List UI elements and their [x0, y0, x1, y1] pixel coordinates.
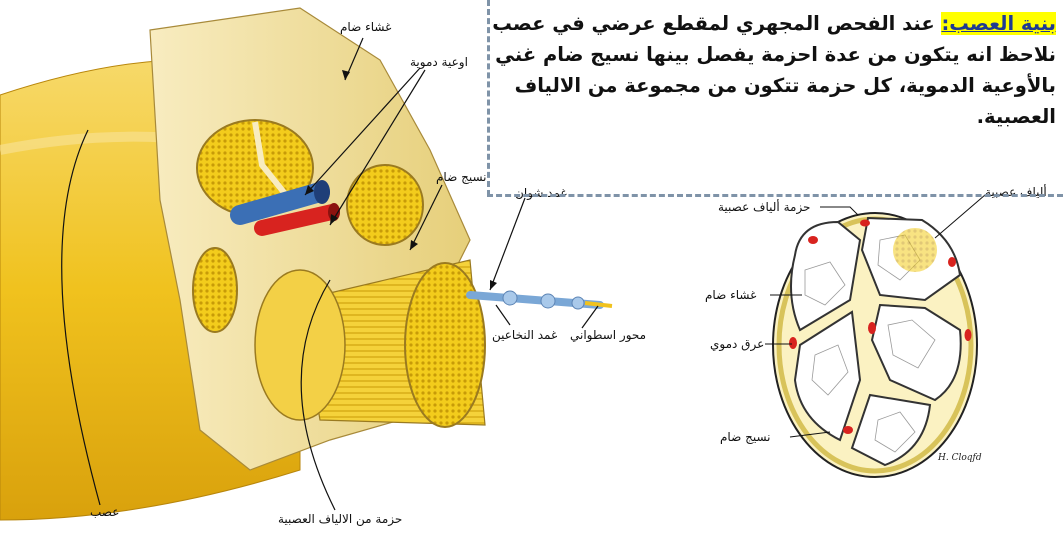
- dashed-border-horizontal: [487, 194, 1063, 197]
- fascicle: [193, 248, 237, 332]
- label-axon: محور اسطواني: [570, 328, 646, 342]
- fascicle: [347, 165, 423, 245]
- label-blood-vessel: عرق دموي: [710, 337, 764, 351]
- label-outer-membrane-right: غشاء ضام: [705, 288, 756, 302]
- signature: H. Cloqfd: [937, 453, 982, 463]
- description-text: بنية العصب: عند الفحص المجهري لمقطع عرضي…: [488, 8, 1056, 192]
- description-title: بنية العصب:: [941, 12, 1056, 35]
- right-cross-section: H. Cloqfd: [765, 195, 985, 477]
- label-nerve: عصب: [90, 505, 119, 519]
- label-blood-vessels: اوعية دموية: [410, 55, 468, 69]
- label-myelin-sheath: غمد النخاعين: [492, 328, 557, 342]
- fiber-cluster: [893, 228, 937, 272]
- label-fiber-bundle-right: حزمة ألياف عصبية: [718, 200, 810, 214]
- label-fiber-bundle-left: حزمة من الالياف العصبية: [278, 512, 402, 526]
- label-connective-tissue-right: نسيج ضام: [720, 430, 771, 444]
- label-connective-tissue-left: نسيج ضام: [436, 170, 487, 184]
- label-outer-membrane-left: غشاء ضام: [340, 20, 391, 34]
